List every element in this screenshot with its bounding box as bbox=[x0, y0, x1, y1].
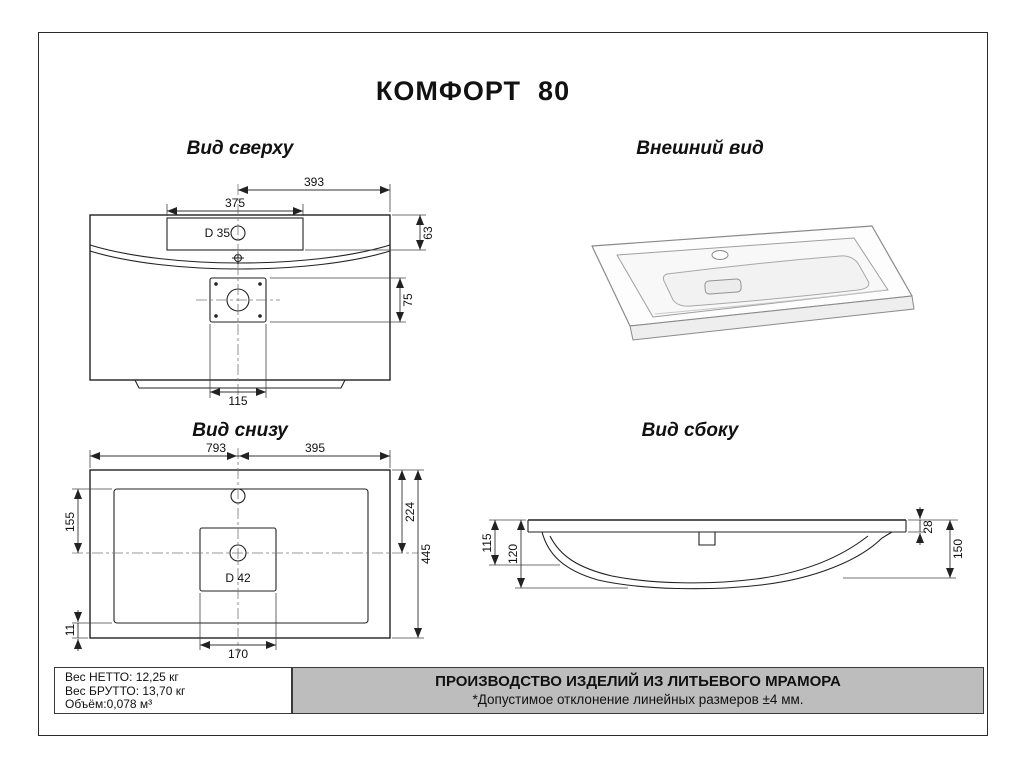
dim-label-393: 393 bbox=[304, 175, 324, 189]
bottom-view-dimension-lines bbox=[74, 452, 422, 651]
page-frame bbox=[38, 32, 988, 736]
dim-label-150: 150 bbox=[951, 539, 965, 559]
dim-label-120: 120 bbox=[506, 544, 520, 564]
side-view-drawing: 115 120 28 150 bbox=[480, 507, 965, 590]
dim-label-224: 224 bbox=[403, 502, 417, 522]
dim-label-115: 115 bbox=[228, 394, 247, 408]
production-bar: ПРОИЗВОДСТВО ИЗДЕЛИЙ ИЗ ЛИТЬЕВОГО МРАМОР… bbox=[292, 667, 984, 714]
dim-label-395: 395 bbox=[305, 442, 325, 455]
bottom-view-drawing: 793 395 224 445 155 11 D 42 170 bbox=[63, 442, 433, 661]
bottom-view-dimension-labels: 793 395 224 445 155 11 D 42 170 bbox=[63, 442, 433, 661]
top-view-drawing: 393 375 D 35 63 75 115 bbox=[89, 175, 435, 408]
page-title: КОМФОРТ 80 bbox=[375, 76, 571, 106]
production-title: ПРОИЗВОДСТВО ИЗДЕЛИЙ ИЗ ЛИТЬЕВОГО МРАМОР… bbox=[435, 673, 841, 690]
top-view-label: Вид сверху bbox=[186, 138, 294, 159]
dim-label-170: 170 bbox=[228, 647, 248, 661]
top-view-dimension-lines bbox=[167, 186, 424, 396]
dim-label-155: 155 bbox=[63, 512, 77, 532]
side-view-outline bbox=[527, 519, 907, 590]
external-view-drawing bbox=[591, 225, 915, 341]
top-view-outline bbox=[89, 214, 391, 389]
top-view-extension-lines bbox=[166, 184, 426, 398]
side-view-dimension-lines bbox=[491, 507, 954, 588]
bottom-view-outline bbox=[89, 469, 391, 639]
dim-label-375: 375 bbox=[225, 196, 245, 210]
weights-box: Вес НЕТТО: 12,25 кг Вес БРУТТО: 13,70 кг… bbox=[54, 667, 292, 714]
dim-label-793: 793 bbox=[206, 442, 226, 455]
bottom-view-extension-lines bbox=[72, 450, 424, 650]
side-view-dimension-labels: 115 120 28 150 bbox=[480, 520, 965, 564]
external-view-label: Внешний вид bbox=[636, 138, 764, 159]
side-view-label: Вид сбоку bbox=[641, 420, 739, 441]
drain-cover bbox=[704, 278, 742, 295]
faucet-hole bbox=[711, 250, 729, 260]
top-view-dimension-labels: 393 375 D 35 63 75 115 bbox=[205, 175, 435, 408]
bottom-view-centerlines bbox=[72, 448, 418, 656]
dim-label-63: 63 bbox=[421, 226, 435, 240]
volume: Объём:0,078 м³ bbox=[65, 697, 153, 711]
external-sink-3d bbox=[591, 225, 915, 341]
dim-label-11: 11 bbox=[63, 623, 77, 636]
dim-label-445: 445 bbox=[419, 544, 433, 564]
dim-label-28: 28 bbox=[921, 520, 935, 534]
net-weight: Вес НЕТТО: 12,25 кг bbox=[65, 670, 179, 684]
tolerance-note: *Допустимое отклонение линейных размеров… bbox=[472, 692, 804, 707]
top-view-centerlines bbox=[196, 184, 280, 402]
dim-label-115: 115 bbox=[480, 533, 494, 552]
bottom-view-label: Вид снизу bbox=[192, 420, 288, 441]
dim-label-75: 75 bbox=[401, 293, 415, 307]
gross-weight: Вес БРУТТО: 13,70 кг bbox=[65, 683, 186, 698]
side-view-extension-lines bbox=[489, 519, 958, 589]
dim-label-d42: D 42 bbox=[225, 571, 251, 585]
dim-label-d35: D 35 bbox=[205, 226, 231, 240]
